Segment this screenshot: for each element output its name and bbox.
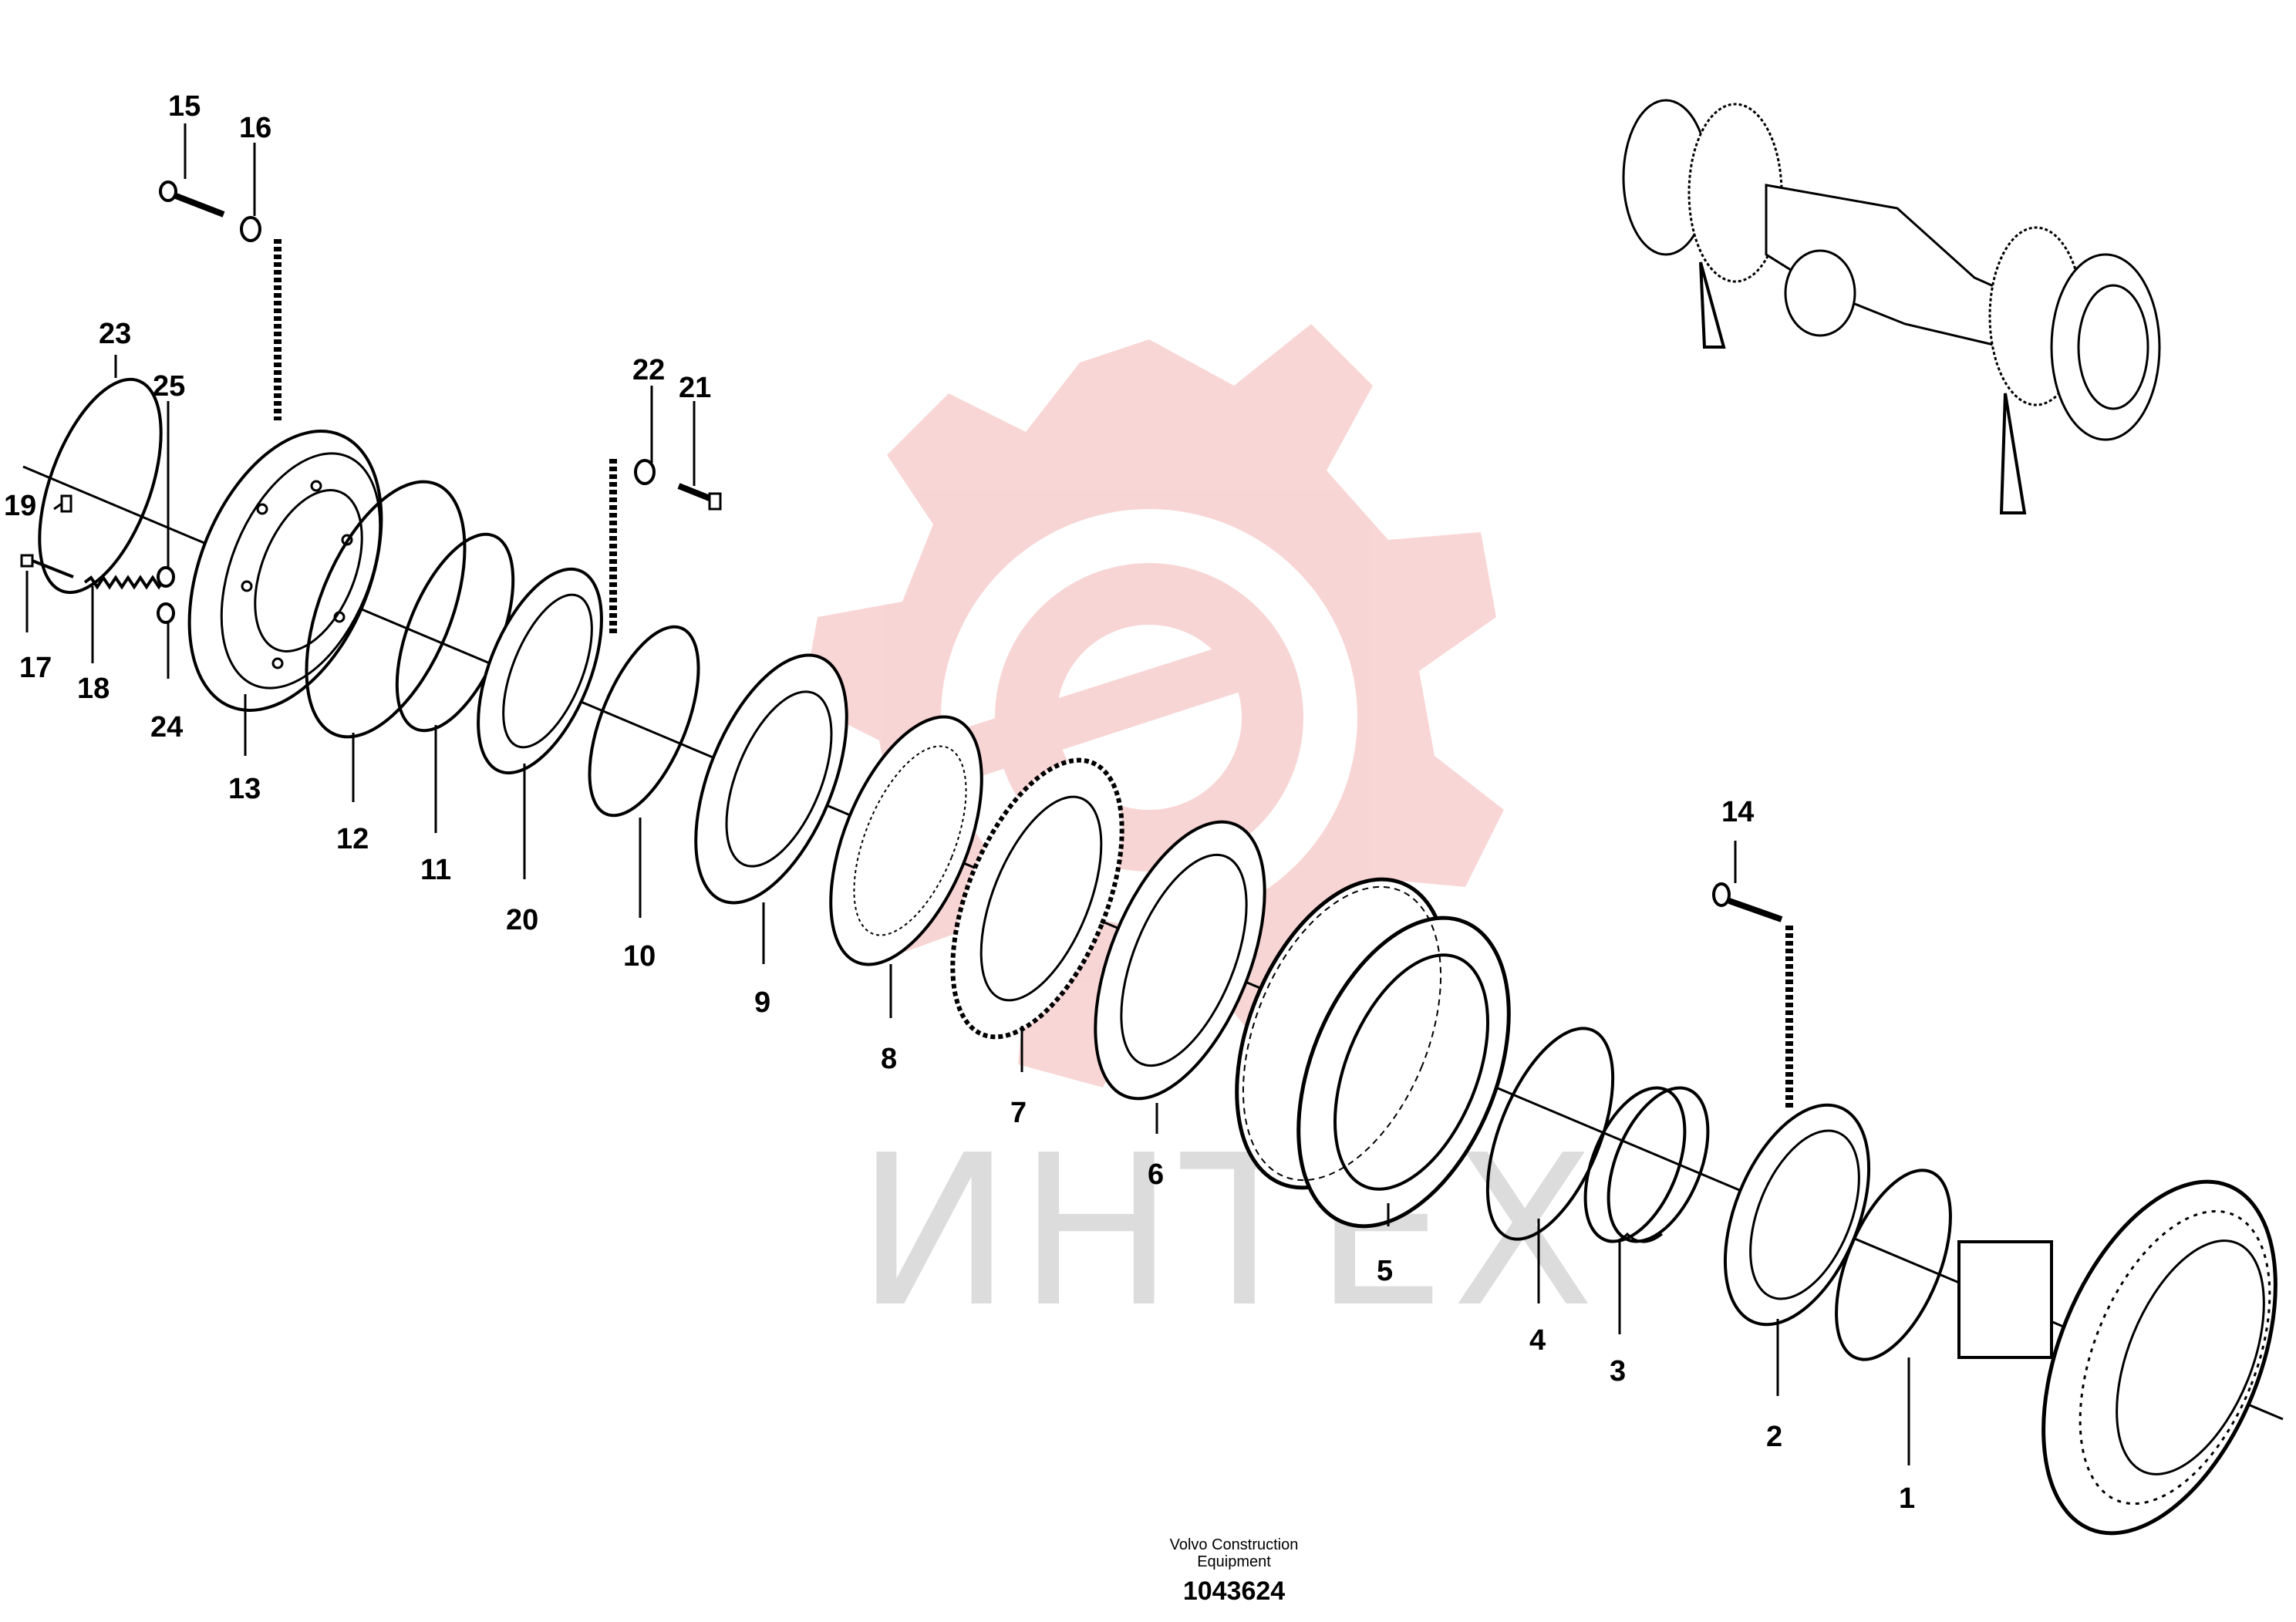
callout-11: 11	[420, 854, 451, 886]
part-1-hub	[1835, 1168, 2277, 1536]
callout-12: 12	[336, 823, 369, 855]
part-24-washer	[157, 602, 175, 624]
part-12-ring	[305, 480, 467, 739]
part-20-piston	[477, 567, 603, 775]
part-18-spring	[83, 575, 167, 590]
callout-24: 24	[150, 711, 183, 744]
callout-3: 3	[1610, 1355, 1626, 1388]
callout-15: 15	[168, 90, 201, 123]
callout-19: 19	[4, 490, 36, 522]
part-3-rings	[1583, 1086, 1710, 1243]
part-6-disc	[1094, 820, 1266, 1101]
part-13-housing	[187, 430, 383, 712]
part-17-bolt	[20, 554, 74, 578]
watermark-text: ИНТЕХ	[856, 1110, 1601, 1353]
part-10-ring	[588, 625, 700, 818]
callout-21: 21	[679, 372, 711, 404]
callout-20: 20	[506, 904, 538, 936]
callout-25: 25	[153, 370, 185, 403]
callout-14: 14	[1721, 796, 1754, 828]
part-9-disc	[694, 653, 848, 905]
callout-8: 8	[881, 1043, 897, 1075]
callout-4: 4	[1529, 1324, 1546, 1357]
part-7-toothed-disc	[950, 757, 1124, 1040]
footer-caption: Volvo Construction Equipment 1043624	[1080, 1536, 1388, 1607]
part-21-bolt	[677, 483, 722, 511]
callout-labels: 15 16 23 25 19 17 18 24 13 12 11 20 10 9…	[4, 90, 1915, 1515]
callout-23: 23	[99, 318, 131, 350]
part-23-ring	[38, 377, 163, 595]
part-5-ring-gear	[1235, 877, 1511, 1229]
callout-5: 5	[1377, 1255, 1393, 1287]
callout-18: 18	[77, 673, 110, 705]
part-19-pin	[60, 494, 72, 513]
part-2-carrier	[1723, 1103, 1871, 1327]
callout-2: 2	[1766, 1421, 1782, 1453]
part-16-washer	[240, 216, 261, 242]
part-15-bolt	[159, 180, 225, 218]
callout-16: 16	[239, 112, 271, 144]
callout-10: 10	[623, 940, 656, 973]
callout-9: 9	[754, 986, 770, 1019]
footer-brand-line2: Equipment	[1197, 1553, 1271, 1570]
callout-7: 7	[1010, 1097, 1027, 1129]
callout-1: 1	[1899, 1482, 1915, 1515]
drawing-number: 1043624	[1182, 1576, 1286, 1606]
part-8-friction-disc	[829, 715, 983, 966]
footer-brand-line1: Volvo Construction	[1169, 1536, 1299, 1553]
part-4-ring	[1485, 1027, 1615, 1241]
callout-13: 13	[228, 773, 261, 805]
callout-6: 6	[1148, 1158, 1164, 1191]
leader-lines	[25, 123, 1910, 1465]
part-25-washer	[157, 566, 175, 588]
callout-22: 22	[632, 354, 665, 386]
axle-location-thumbnail	[1622, 99, 2161, 514]
part-14-bolt	[1712, 882, 1783, 922]
callout-17: 17	[19, 652, 52, 684]
part-22-washer	[634, 459, 656, 485]
